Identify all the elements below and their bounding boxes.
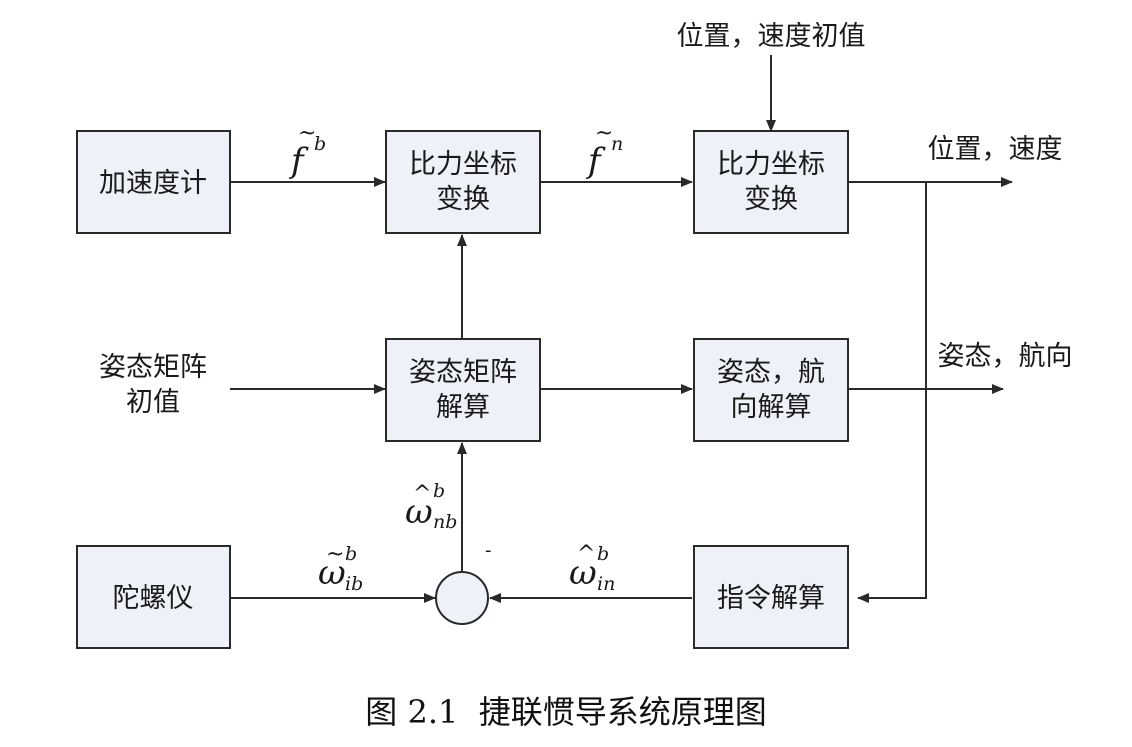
figure-caption: 图 2.1 捷联惯导系统原理图 — [365, 693, 766, 731]
svg-text:n: n — [611, 133, 623, 155]
svg-text:b: b — [345, 543, 357, 565]
svg-text:ω: ω — [318, 553, 346, 593]
svg-text:b: b — [314, 133, 326, 155]
block-transform2: 比力坐标 变换 — [693, 130, 849, 234]
label-att-head-out: 姿态，航向 — [938, 341, 1073, 372]
block-transform2-line2: 变换 — [744, 184, 798, 215]
svg-text:ω: ω — [405, 492, 433, 532]
block-transform1-line1: 比力坐标 — [409, 149, 517, 180]
block-command-solver-label: 指令解算 — [717, 583, 825, 614]
svg-text:^: ^ — [413, 482, 431, 507]
block-attitude-solver: 姿态矩阵 解算 — [385, 338, 541, 442]
svg-text:^: ^ — [577, 542, 595, 567]
math-omega-ib: ~ ω b ib — [318, 542, 363, 595]
label-att-init-line2: 初值 — [126, 387, 180, 418]
math-omega-in: ^ ω b in — [569, 542, 615, 595]
svg-text:b: b — [433, 480, 445, 502]
svg-text:nb: nb — [433, 511, 457, 533]
label-att-init-line1: 姿态矩阵 — [99, 352, 207, 383]
svg-text:ω: ω — [569, 553, 597, 593]
svg-text:ib: ib — [345, 573, 363, 595]
block-heading-solver-line2: 向解算 — [731, 392, 812, 423]
svg-text:f: f — [288, 141, 309, 181]
svg-text:in: in — [597, 573, 615, 595]
math-f-nav: ~ f n — [585, 121, 623, 181]
minus-sign: - — [485, 540, 492, 561]
label-pos-vel-out: 位置，速度 — [928, 134, 1063, 165]
feedback-line-to-command — [857, 182, 927, 603]
math-f-body: ~ f b — [288, 121, 326, 181]
label-pos-vel-init: 位置，速度初值 — [677, 21, 866, 52]
svg-text:~: ~ — [595, 121, 613, 146]
svg-text:b: b — [597, 543, 609, 565]
block-heading-solver-line1: 姿态，航 — [717, 357, 825, 388]
block-transform2-line1: 比力坐标 — [717, 149, 825, 180]
block-attitude-solver-line1: 姿态矩阵 — [409, 357, 517, 388]
block-accelerometer-label: 加速度计 — [99, 168, 207, 199]
block-gyro-label: 陀螺仪 — [113, 583, 194, 614]
block-gyro: 陀螺仪 — [76, 545, 231, 649]
svg-text:f: f — [585, 141, 606, 181]
svg-text:~: ~ — [326, 542, 344, 567]
summing-junction — [435, 571, 489, 625]
block-attitude-solver-line2: 解算 — [436, 392, 490, 423]
svg-text:~: ~ — [298, 121, 316, 146]
block-heading-solver: 姿态，航 向解算 — [693, 338, 849, 442]
block-accelerometer: 加速度计 — [76, 130, 231, 234]
block-transform1-line2: 变换 — [436, 184, 490, 215]
math-omega-nb: ^ ω b nb — [405, 480, 457, 533]
block-transform1: 比力坐标 变换 — [385, 130, 541, 234]
block-command-solver: 指令解算 — [693, 545, 849, 649]
